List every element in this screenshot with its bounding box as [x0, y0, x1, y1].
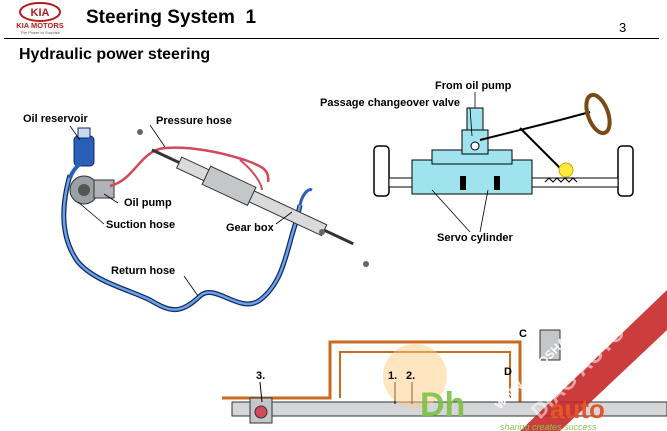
page-number: 3: [619, 20, 627, 35]
label-servo-cylinder: Servo cylinder: [437, 232, 513, 244]
label-1: 1.: [388, 370, 398, 382]
label-pressure-hose: Pressure hose: [156, 115, 232, 127]
label-3: 3.: [256, 370, 266, 382]
label-return-hose: Return hose: [111, 265, 176, 277]
watermark-brand-prefix: Dh: [420, 386, 465, 424]
label-gear-box: Gear box: [226, 222, 274, 234]
label-suction-hose: Suction hose: [106, 219, 176, 231]
watermark-slogan: sharing creates success: [500, 422, 597, 431]
servo-cylinder-shape: [411, 159, 533, 195]
page-title: Steering System 1: [86, 7, 257, 28]
right-servo-diagram: [373, 92, 634, 233]
kia-logo: KIA KIA MOTORS The Power to Surprise: [4, 1, 76, 35]
left-wheel-shape: [373, 145, 390, 197]
brand-text: KIA MOTORS: [16, 21, 64, 30]
watermark-brand: auto: [550, 394, 605, 424]
pressure-hose: [109, 146, 270, 188]
return-hose: [62, 174, 302, 311]
steering-wheel-shape: [584, 92, 612, 136]
label-passage-changeover-valve: Passage changeover valve: [320, 97, 461, 109]
label-c: C: [519, 328, 527, 340]
seal-3-shape: [254, 405, 268, 419]
oil-reservoir-shape: [73, 135, 95, 167]
section-title: Hydraulic power steering: [19, 46, 211, 63]
label-2: 2.: [406, 370, 416, 382]
gear-box-shape: [151, 148, 354, 246]
right-wheel-shape: [617, 145, 634, 197]
logo-mark-text: KIA: [31, 7, 50, 19]
tagline-text: The Power to Surprise: [20, 30, 61, 35]
label-oil-pump: Oil pump: [124, 197, 172, 209]
label-from-oil-pump: From oil pump: [435, 80, 512, 92]
label-oil-reservoir: Oil reservoir: [23, 113, 88, 125]
label-d: D: [504, 366, 512, 378]
header-divider: [4, 38, 659, 39]
left-system-diagram: [61, 124, 369, 313]
